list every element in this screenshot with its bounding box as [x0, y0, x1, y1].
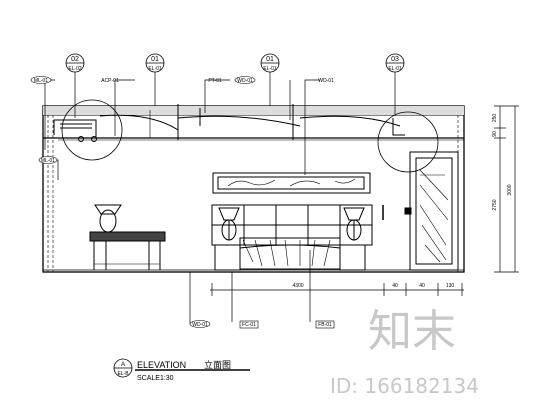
bottom-note-2: FC-01 — [242, 322, 256, 328]
callout-bubble-1: 02 EL-02 — [65, 53, 85, 73]
callout-bubble-4: 03 EL-01 — [385, 53, 405, 73]
callout-1-top: 02 — [71, 56, 79, 63]
callout-3-top: 01 — [266, 56, 274, 63]
bottom-note-3: FB-01 — [318, 322, 332, 328]
dim-130: 130 — [446, 283, 455, 289]
top-note-6: WD-01 — [318, 78, 334, 84]
wall-switch — [382, 205, 412, 220]
watermark-brand: 知末 — [368, 306, 456, 357]
top-note-3: PT-01 — [208, 78, 222, 84]
bottom-note-1: WD-01 — [192, 322, 208, 328]
elevation-scale: SCALE1:30 — [137, 375, 174, 382]
dim-40b: 40 — [419, 283, 425, 289]
top-note-2: ACP-01 — [101, 78, 119, 84]
watermark-id: ID: 166182134 — [330, 374, 479, 398]
right-dimension-line — [494, 105, 519, 273]
bottom-dims: 4300 40 40 130 — [292, 283, 454, 289]
dim-2750: 2750 — [492, 199, 498, 210]
top-notes: ML-01 ACP-01 PT-01 WD-01 ML-01 WD-01 — [30, 76, 334, 164]
callout-bubble-2: 01 EL-01 — [145, 53, 165, 73]
callout-4-top: 03 — [391, 56, 399, 63]
watermark: 知末 ID: 166182134 — [330, 306, 479, 398]
bedside-lamps — [218, 207, 365, 241]
callout-bubble-3: 01 EL-01 — [260, 53, 280, 73]
callout-leaders — [44, 72, 396, 180]
callout-2-top: 01 — [151, 56, 159, 63]
top-note-1: ML-01 — [34, 78, 48, 84]
right-dims: 250 90 2750 3000 — [492, 114, 513, 211]
title-symbol-top: A — [121, 362, 125, 368]
title-symbol — [113, 358, 250, 378]
callout-3-bottom: EL-01 — [263, 66, 277, 72]
dim-250: 250 — [492, 114, 498, 123]
top-note-5: ML-01 — [41, 158, 55, 164]
bottom-notes: WD-01 FC-01 FB-01 — [189, 320, 335, 329]
title-block: A EL-B ELEVATION 立面图 SCALE1:30 — [117, 359, 231, 382]
callout-4-bottom: EL-01 — [388, 66, 402, 72]
dim-3000: 3000 — [507, 184, 513, 195]
dim-40a: 40 — [392, 283, 398, 289]
elevation-title: ELEVATION — [137, 360, 186, 370]
elevation-title-cn: 立面图 — [204, 359, 231, 370]
callout-1-bottom: EL-02 — [68, 66, 82, 72]
title-symbol-bottom: EL-B — [117, 371, 129, 377]
detail-bubbles — [61, 99, 439, 173]
dim-4300: 4300 — [292, 283, 303, 289]
dim-90: 90 — [492, 131, 498, 137]
top-note-4: WD-01 — [237, 78, 253, 84]
bottom-dimension-line — [189, 250, 464, 322]
room-outline — [42, 104, 465, 273]
callout-2-bottom: EL-01 — [148, 66, 162, 72]
side-table-and-lamp — [89, 204, 166, 270]
door — [409, 151, 459, 271]
bed — [214, 237, 366, 271]
